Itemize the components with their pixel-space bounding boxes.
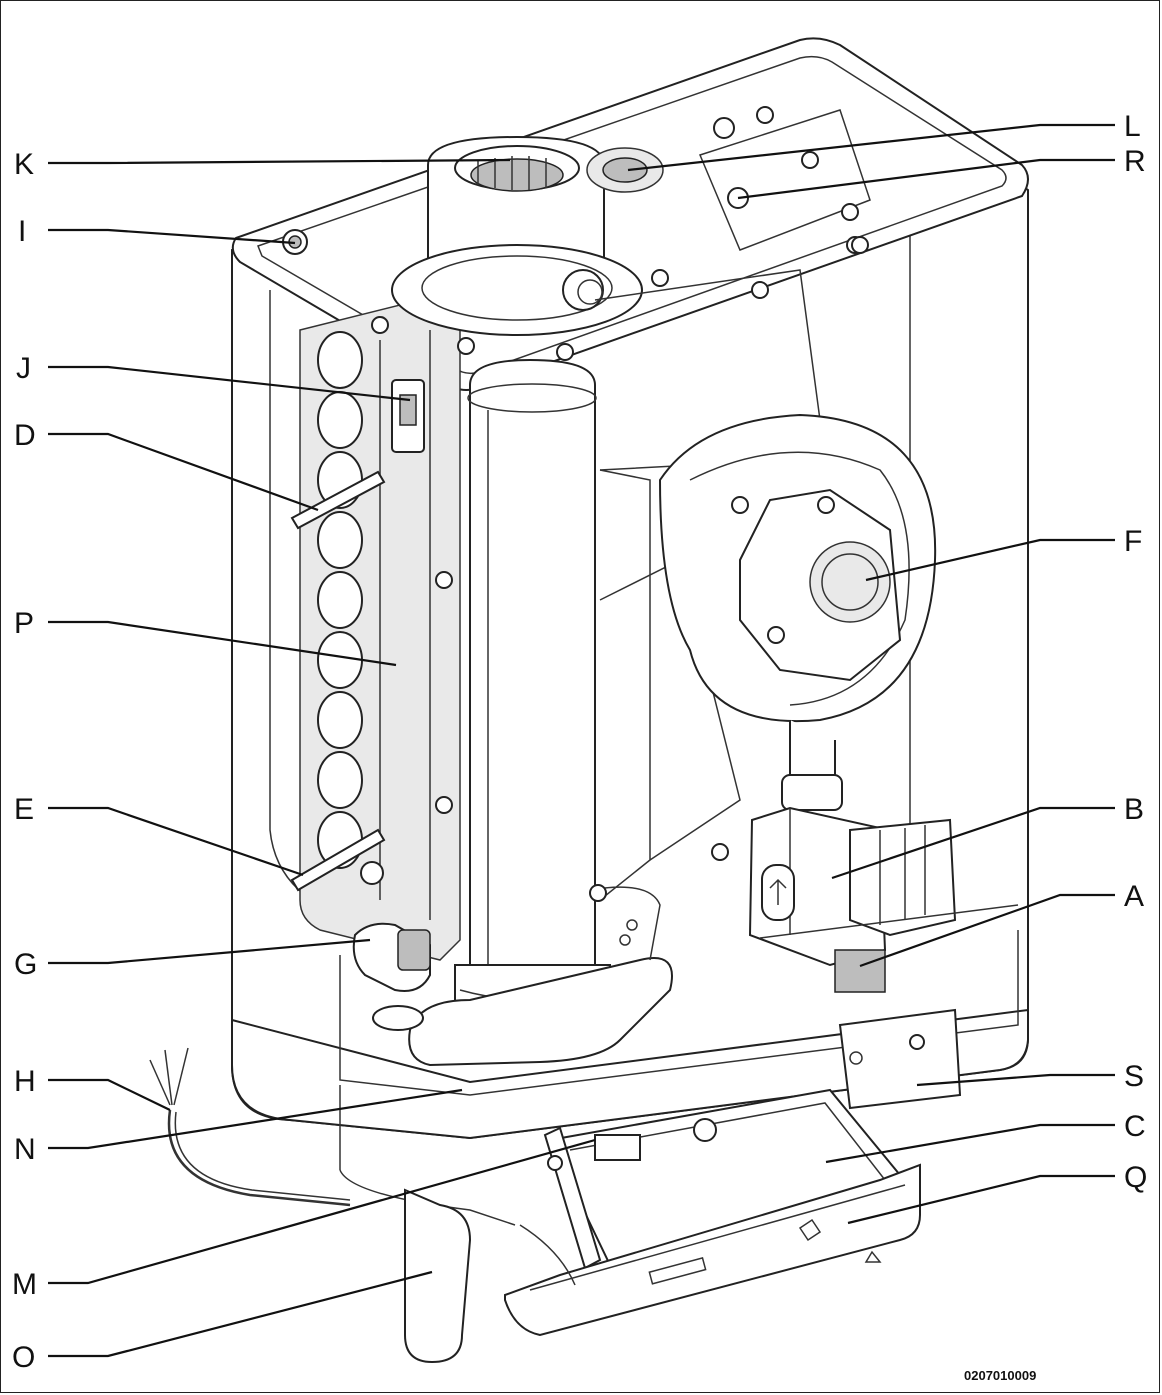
callout-M: M [12,1268,37,1301]
leader-lines [48,123,1115,1358]
condensate-siphon [404,1188,472,1364]
callout-I: I [18,215,26,248]
rating-plate [834,949,886,993]
callout-B: B [1124,793,1144,826]
condensate-collector [408,957,673,1067]
callout-L: L [1124,110,1141,143]
heat-exchanger-fins [317,331,363,869]
callout-C: C [1124,1110,1146,1143]
drawing-number: 0207010009 [964,1368,1036,1383]
sensor-e [290,828,386,892]
callout-G: G [14,948,37,981]
ignition-transformer [838,1008,962,1110]
callout-P: P [14,607,34,640]
callout-labels: K I J D P E G H N M O L R F B A S C Q [12,110,1147,1374]
callout-Q: Q [1124,1161,1147,1194]
sensor-d [290,470,386,530]
power-cable [167,1109,351,1207]
flue-pipe [469,358,596,971]
callout-K: K [14,148,34,181]
callout-D: D [14,419,36,452]
flue-grille [477,156,547,190]
callout-N: N [14,1133,36,1166]
control-panel-cover [504,1163,921,1337]
callout-F: F [1124,525,1142,558]
callout-J: J [16,352,31,385]
callout-H: H [14,1065,36,1098]
electrode-assembly [698,109,871,251]
callout-E: E [14,793,34,826]
callout-S: S [1124,1060,1144,1093]
callout-A: A [1124,880,1144,913]
callout-R: R [1124,145,1146,178]
callout-O: O [12,1341,35,1374]
